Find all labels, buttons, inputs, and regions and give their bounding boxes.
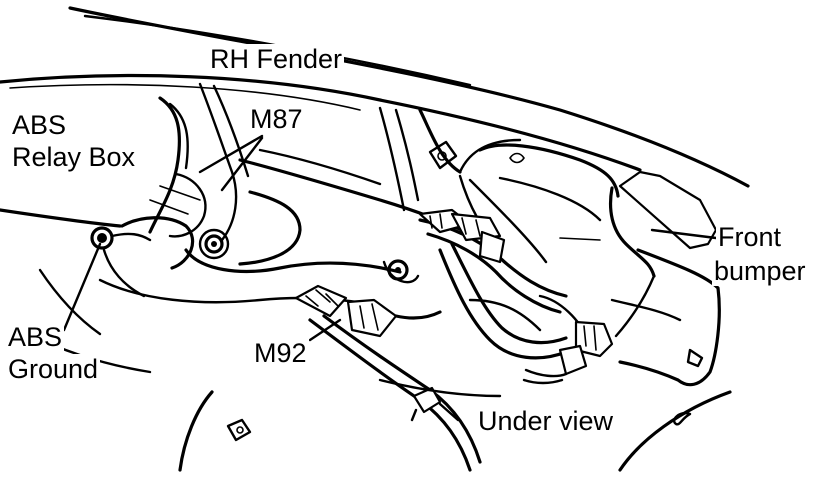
abs-relay-box-bracket (0, 82, 250, 270)
m92-connector (294, 284, 442, 338)
label-front-bumper-line1: Front (716, 222, 784, 252)
abs-ground-bolt (90, 226, 152, 298)
leader-lines (62, 134, 718, 422)
fender-bolt-tab (428, 140, 525, 170)
label-abs-ground-line2: Ground (6, 354, 101, 384)
label-front-bumper-line2: bumper (712, 256, 808, 286)
wiring-harness (418, 218, 590, 360)
body-bolts (198, 228, 420, 284)
label-abs-ground-line1: ABS (6, 322, 65, 352)
rh-fender-outline (0, 6, 750, 188)
label-abs-relay-box-line1: ABS (10, 110, 69, 140)
label-under-view: Under view (476, 406, 616, 436)
front-bumper (608, 170, 721, 387)
label-m92: M92 (252, 338, 309, 368)
upper-connector-cluster (418, 208, 506, 264)
right-connector (522, 320, 614, 385)
label-rh-fender: RH Fender (208, 44, 345, 74)
label-m87: M87 (248, 104, 305, 134)
label-abs-relay-box-line2: Relay Box (10, 142, 138, 172)
